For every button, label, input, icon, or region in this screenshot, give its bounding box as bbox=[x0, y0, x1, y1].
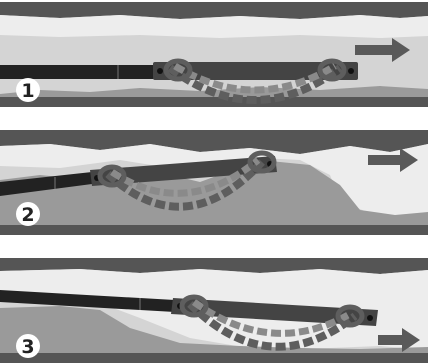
pipe-bottom-wall bbox=[0, 225, 428, 235]
pipe-bottom-wall bbox=[0, 97, 428, 107]
step-1-panel: 1 bbox=[0, 2, 428, 107]
step-number-label: 1 bbox=[21, 80, 34, 102]
step-2-panel: 2 bbox=[0, 130, 428, 235]
drive-cable bbox=[0, 65, 155, 79]
tool-bolt-right bbox=[348, 68, 354, 74]
tool-bolt-right bbox=[367, 315, 373, 321]
top-deposit-layer bbox=[0, 15, 428, 38]
pipe-cleaning-step-1-diagram: 1 bbox=[0, 2, 428, 107]
step-number-label: 3 bbox=[21, 336, 34, 358]
step-number-label: 2 bbox=[21, 204, 34, 226]
pipe-cleaning-step-2-diagram: 2 bbox=[0, 130, 428, 235]
pipe-cleaning-step-3-diagram: 3 bbox=[0, 258, 428, 363]
step-3-panel: 3 bbox=[0, 258, 428, 363]
tool-bolt-left bbox=[157, 68, 163, 74]
